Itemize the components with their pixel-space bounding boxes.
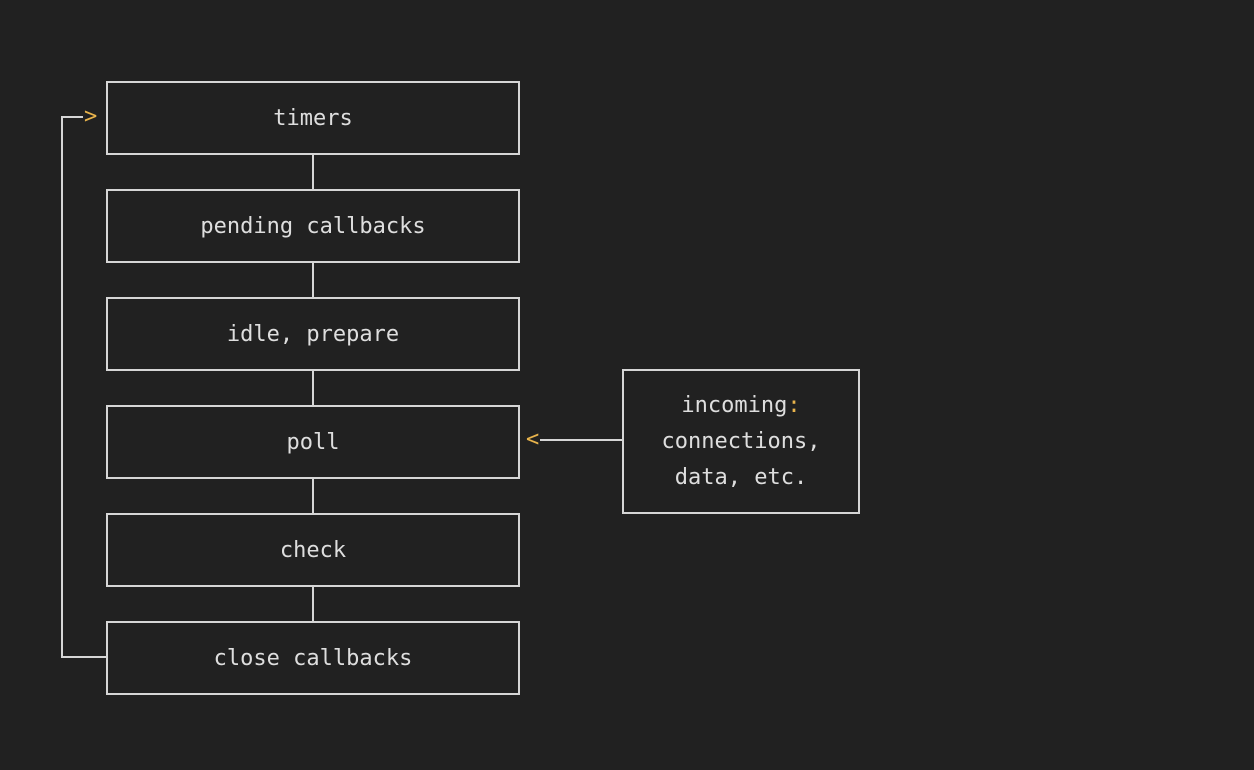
connector [312,371,314,405]
incoming-line2: connections, [661,428,821,454]
incoming-title: incoming: [681,392,801,418]
loop-line-top [61,116,83,118]
phase-poll: poll [106,405,520,479]
connector [312,587,314,621]
phase-check: check [106,513,520,587]
incoming-line3: data, etc. [674,464,808,490]
phase-label: close callbacks [213,645,413,671]
phase-label: poll [286,429,340,455]
phase-label: timers [273,105,353,131]
phase-label: check [279,537,347,563]
loop-line [61,116,63,658]
phase-close-callbacks: close callbacks [106,621,520,695]
connector [312,479,314,513]
phase-label: idle, prepare [226,321,400,347]
incoming-box: incoming: connections, data, etc. [622,369,860,514]
loop-line-bottom [61,656,106,658]
phase-pending-callbacks: pending callbacks [106,189,520,263]
phase-idle-prepare: idle, prepare [106,297,520,371]
phase-label: pending callbacks [200,213,426,239]
connector [312,263,314,297]
phase-timers: timers [106,81,520,155]
incoming-arrow-icon: < [526,427,540,452]
connector [312,155,314,189]
loop-arrow-icon: > [84,104,98,129]
incoming-arrow-line [540,439,622,441]
